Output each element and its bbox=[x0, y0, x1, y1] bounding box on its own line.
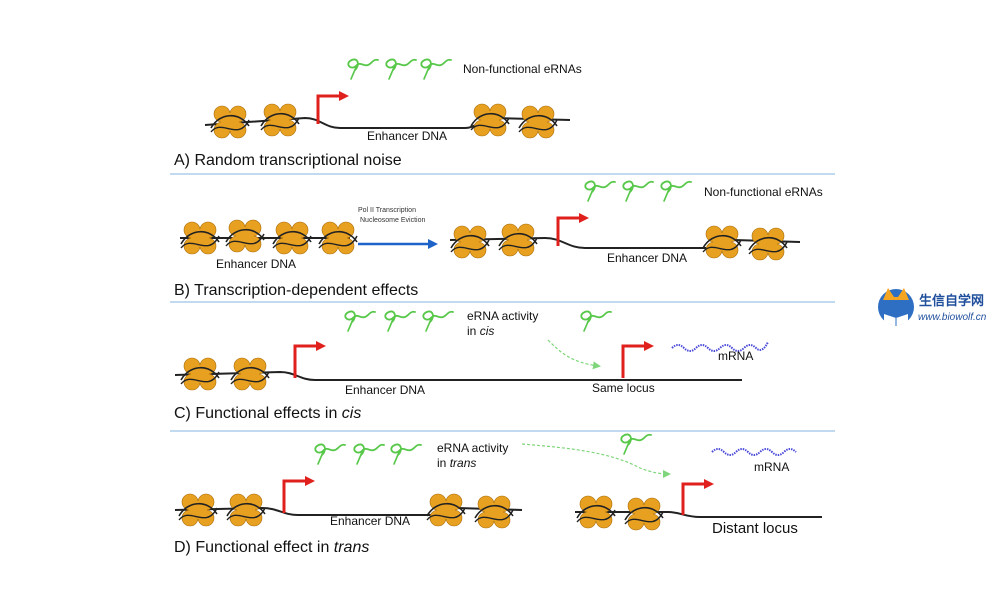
nucleosome bbox=[702, 225, 742, 259]
panel-title: A) Random transcriptional noise bbox=[174, 152, 402, 169]
tss-arrow bbox=[621, 341, 654, 378]
label-text: in bbox=[467, 324, 480, 338]
erna-activity-label: eRNA activity bbox=[437, 441, 508, 455]
title-italic: trans bbox=[334, 539, 370, 556]
nucleosome bbox=[450, 225, 490, 259]
erna-squiggle bbox=[353, 443, 385, 465]
nucleosome bbox=[498, 223, 538, 257]
panel-b: Enhancer DNA Pol II Transcription Nucleo… bbox=[174, 180, 823, 299]
erna-squiggle bbox=[620, 433, 652, 455]
enhancer-dna-label: Enhancer DNA bbox=[216, 257, 296, 271]
mrna-squiggle bbox=[711, 448, 797, 456]
tss-arrow bbox=[282, 476, 315, 513]
erna-squiggle bbox=[584, 180, 616, 202]
locus-label: Same locus bbox=[592, 381, 655, 395]
enhancer-dna-label: Enhancer DNA bbox=[367, 129, 447, 143]
erna-squiggle bbox=[347, 58, 379, 80]
label-italic: trans bbox=[450, 456, 477, 470]
erna-label: Non-functional eRNAs bbox=[704, 185, 823, 199]
erna-squiggle bbox=[422, 310, 454, 332]
label-italic: cis bbox=[480, 324, 495, 338]
title-text: C) Functional effects in bbox=[174, 405, 342, 422]
nucleosome bbox=[426, 493, 466, 527]
arrow-caption: Pol II Transcription bbox=[358, 207, 416, 214]
erna-squiggle bbox=[580, 310, 612, 332]
locus-label: Distant locus bbox=[712, 520, 798, 537]
nucleosome bbox=[474, 495, 514, 529]
erna-squiggle bbox=[420, 58, 452, 80]
panel-c: eRNA activity in cis mRNA Enhancer DNA S… bbox=[174, 309, 769, 422]
nucleosome bbox=[624, 497, 664, 531]
erna-squiggle bbox=[344, 310, 376, 332]
mrna-squiggle bbox=[671, 341, 769, 352]
erna-squiggle bbox=[660, 180, 692, 202]
panel-title: C) Functional effects in cis bbox=[174, 405, 361, 422]
panel-d: eRNA activity in trans mRNA Enhancer DNA… bbox=[174, 433, 822, 556]
tss-arrow bbox=[556, 213, 589, 246]
erna-activity-label: eRNA activity bbox=[467, 309, 538, 323]
nucleosome bbox=[748, 227, 788, 261]
enhancer-dna-strand bbox=[174, 370, 742, 381]
label-text: in bbox=[437, 456, 450, 470]
title-italic: cis bbox=[342, 405, 362, 422]
enhancer-dna-strand bbox=[204, 116, 571, 129]
nucleosome bbox=[225, 219, 265, 253]
tss-arrow bbox=[316, 91, 349, 124]
erna-squiggle bbox=[385, 58, 417, 80]
enhancer-dna-label: Enhancer DNA bbox=[607, 251, 687, 265]
nucleosome bbox=[226, 493, 266, 527]
erna-squiggle bbox=[390, 443, 422, 465]
watermark-chinese: 生信自学网 bbox=[919, 293, 984, 309]
watermark: 生信自学网 www.biowolf.cn bbox=[878, 288, 987, 326]
mrna-label: mRNA bbox=[754, 460, 789, 474]
nucleosome bbox=[518, 105, 558, 139]
nucleosome bbox=[470, 103, 510, 137]
tss-arrow bbox=[293, 341, 326, 378]
title-text: D) Functional effect in bbox=[174, 539, 334, 556]
mrna-label: mRNA bbox=[718, 349, 753, 363]
enhancer-dna-label: Enhancer DNA bbox=[330, 514, 410, 528]
panel-a: Non-functional eRNAs Enhancer DNA A) Ran… bbox=[174, 58, 582, 169]
erna-squiggle bbox=[622, 180, 654, 202]
wolf-logo-icon bbox=[878, 288, 914, 326]
erna-activity-label: in trans bbox=[437, 456, 476, 470]
erna-squiggle bbox=[384, 310, 416, 332]
enhancer-dna-label: Enhancer DNA bbox=[345, 383, 425, 397]
erna-activity-label: in cis bbox=[467, 324, 494, 338]
tss-arrow bbox=[681, 479, 714, 515]
panel-title: B) Transcription-dependent effects bbox=[174, 282, 418, 299]
erna-travel-arrow bbox=[547, 339, 601, 370]
panel-title: D) Functional effect in trans bbox=[174, 539, 369, 556]
erna-squiggle bbox=[314, 443, 346, 465]
erna-travel-arrow bbox=[521, 443, 671, 478]
erna-label: Non-functional eRNAs bbox=[463, 62, 582, 76]
arrow-caption: Nucleosome Eviction bbox=[360, 217, 425, 224]
watermark-url: www.biowolf.cn bbox=[918, 312, 987, 323]
